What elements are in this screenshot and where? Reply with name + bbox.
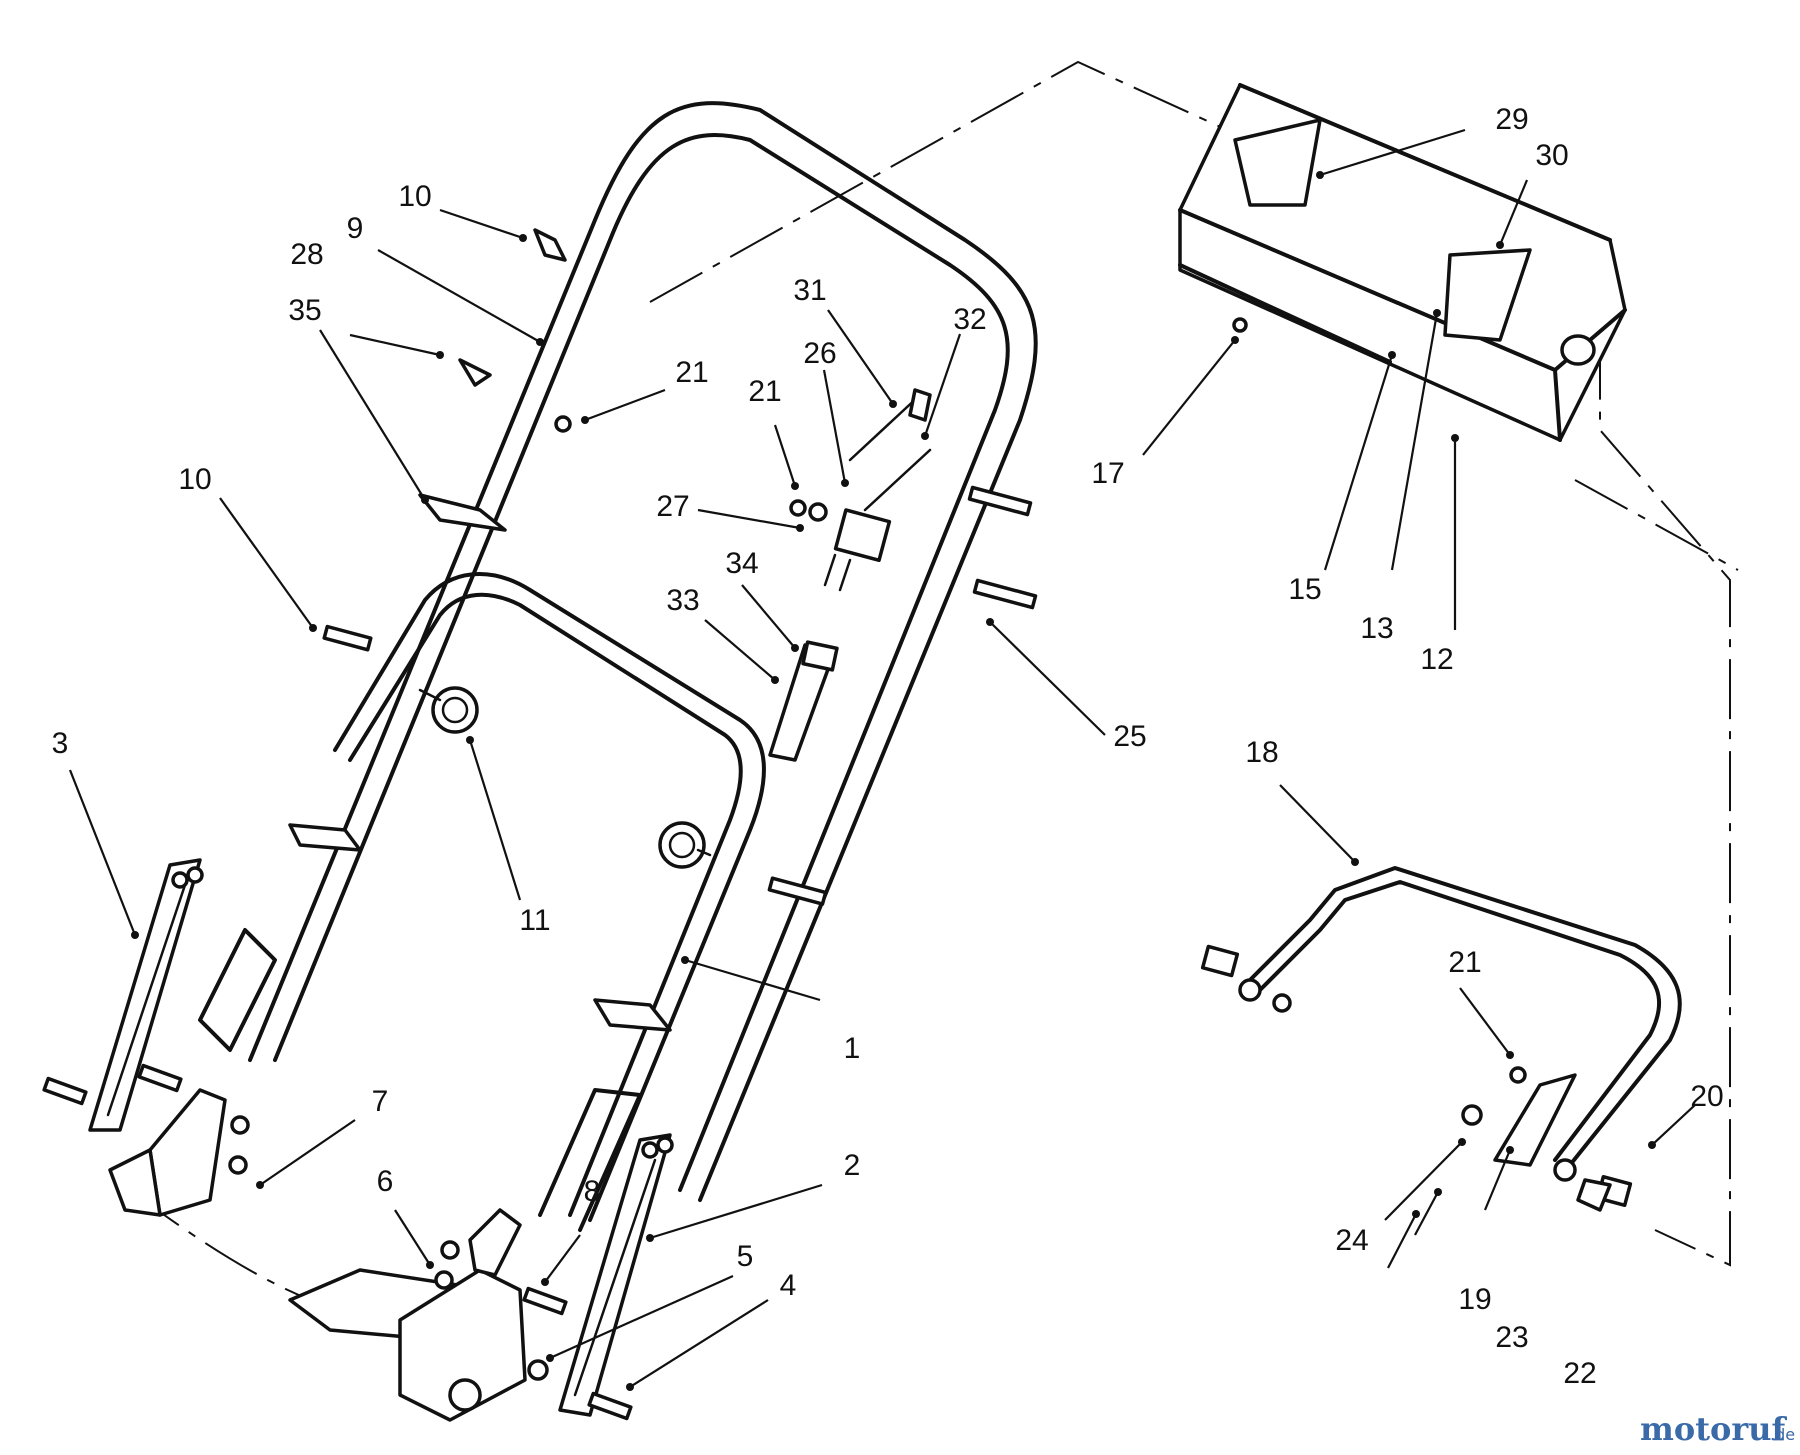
- callout-18: 18: [1245, 736, 1278, 769]
- right-mount: [288, 1208, 527, 1422]
- lower-handle: [198, 572, 766, 1222]
- left-mount: [108, 1088, 227, 1217]
- callout-31: 31: [793, 274, 826, 307]
- callout-34: 34: [725, 547, 758, 580]
- callout-15: 15: [1288, 573, 1321, 606]
- watermark-logo: motoruf: [1640, 1410, 1787, 1448]
- callout-21-upper: 21: [675, 356, 708, 389]
- left-link: [88, 858, 204, 1132]
- callout-30: 30: [1535, 139, 1568, 172]
- callout-11: 11: [519, 904, 550, 937]
- callout-1: 1: [844, 1032, 861, 1065]
- callout-10-left: 10: [178, 463, 211, 496]
- callout-labels: 1 2 3 4 5 6 7 8 9 10 10 11 12 13 15 17 1…: [52, 103, 1724, 1390]
- callout-3: 3: [52, 727, 69, 760]
- leader-dots: [131, 171, 1656, 1391]
- callout-19: 19: [1458, 1283, 1491, 1316]
- callout-10-top: 10: [398, 180, 431, 213]
- watermark: motoruf .de: [1640, 1410, 1795, 1448]
- callout-23: 23: [1495, 1321, 1528, 1354]
- callout-13: 13: [1360, 612, 1393, 645]
- callout-35: 35: [288, 294, 321, 327]
- bolts: [42, 485, 1633, 1421]
- control-panel: [1178, 83, 1627, 442]
- bail-handle: [1238, 866, 1682, 1182]
- callout-33: 33: [666, 584, 699, 617]
- callout-17: 17: [1091, 457, 1124, 490]
- callout-5: 5: [737, 1240, 754, 1273]
- right-link: [558, 1133, 674, 1417]
- callout-21-cable: 21: [748, 375, 781, 408]
- upper-handle: [248, 101, 1038, 1232]
- cable-assembly: [823, 388, 932, 592]
- callout-32: 32: [953, 303, 986, 336]
- callout-25: 25: [1113, 720, 1146, 753]
- hardware: [228, 228, 1612, 1381]
- callout-26: 26: [803, 337, 836, 370]
- callout-27: 27: [656, 490, 689, 523]
- callout-9: 9: [347, 212, 364, 245]
- callout-6: 6: [377, 1165, 394, 1198]
- knobs: [418, 686, 712, 869]
- callout-21-bail: 21: [1448, 946, 1481, 979]
- cable-clamps: [288, 493, 672, 1032]
- callout-24: 24: [1335, 1224, 1368, 1257]
- callout-20: 20: [1690, 1080, 1723, 1113]
- callout-2: 2: [844, 1149, 861, 1182]
- grip-tube: [768, 640, 839, 762]
- leader-lines: [68, 128, 1696, 1388]
- callout-8: 8: [584, 1175, 601, 1208]
- callout-7: 7: [372, 1085, 389, 1118]
- watermark-suffix: .de: [1770, 1425, 1795, 1444]
- callout-29: 29: [1495, 103, 1528, 136]
- callout-28: 28: [290, 238, 323, 271]
- callout-12: 12: [1420, 643, 1453, 676]
- callout-22: 22: [1563, 1357, 1596, 1390]
- callout-4: 4: [780, 1269, 797, 1302]
